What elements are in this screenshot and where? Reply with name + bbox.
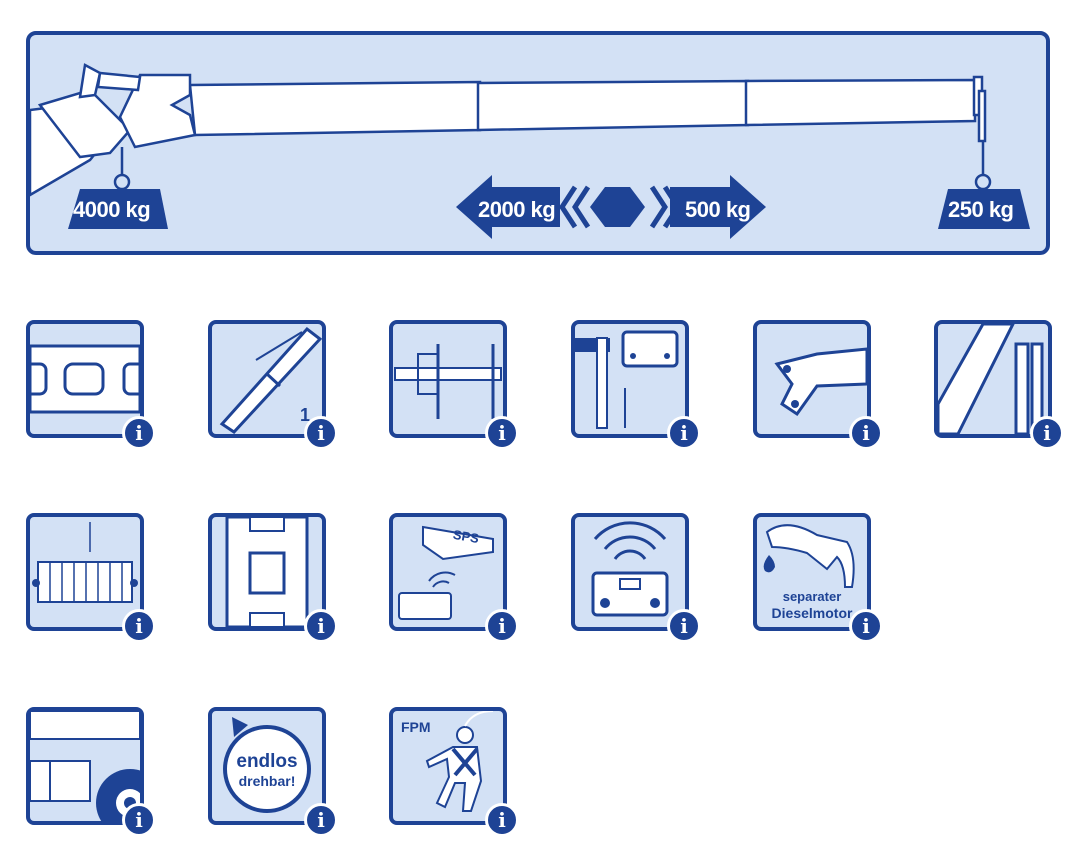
weight-250 bbox=[938, 189, 1030, 229]
mid-outer-load-label: 500 kg bbox=[685, 197, 751, 222]
telescopic-boom-icon bbox=[219, 326, 322, 434]
info-icon[interactable]: i bbox=[667, 609, 701, 643]
tile-load-platform[interactable]: i bbox=[26, 513, 156, 643]
info-icon[interactable]: i bbox=[849, 416, 883, 450]
diesel-label-line2: Dieselmotor bbox=[771, 605, 853, 621]
info-icon[interactable]: i bbox=[849, 609, 883, 643]
boom-section-3 bbox=[744, 78, 977, 127]
articulated-boom-icon bbox=[774, 347, 867, 417]
info-icon[interactable]: i bbox=[667, 416, 701, 450]
boom-section-1 bbox=[188, 80, 482, 137]
info-icon[interactable]: i bbox=[122, 803, 156, 837]
radio-remote-icon bbox=[591, 521, 669, 617]
crane-load-diagram: 4000 kg 2000 kg 500 kg 250 kg bbox=[26, 31, 1050, 255]
boom-cylinder-icon bbox=[938, 324, 1044, 434]
tile-endless-rotation[interactable]: endlos drehbar! i bbox=[208, 707, 338, 837]
tile-slewing-ring[interactable]: i bbox=[208, 513, 338, 643]
load-platform-icon bbox=[32, 522, 138, 603]
stabilizer-outrigger-icon bbox=[394, 344, 502, 419]
section-count: 1 bbox=[299, 405, 310, 425]
tile-articulated-boom[interactable]: i bbox=[753, 320, 883, 450]
mid-load-label: 2000 kg bbox=[478, 197, 556, 222]
info-icon[interactable]: i bbox=[122, 416, 156, 450]
info-icon[interactable]: i bbox=[304, 416, 338, 450]
fall-protection-icon bbox=[425, 711, 494, 812]
tile-fall-protection[interactable]: FPM i bbox=[389, 707, 519, 837]
tile-boom-cylinder[interactable]: i bbox=[934, 320, 1064, 450]
tile-stabilizer[interactable]: i bbox=[389, 320, 519, 450]
endless-rotation-icon bbox=[223, 717, 311, 813]
weight-4000 bbox=[68, 189, 168, 229]
info-icon[interactable]: i bbox=[485, 803, 519, 837]
truck-mount-icon bbox=[30, 711, 140, 821]
info-icon[interactable]: i bbox=[304, 803, 338, 837]
remote-control-support-icon bbox=[575, 330, 679, 429]
slewing-ring-icon bbox=[225, 517, 309, 627]
rotation-label-line2: drehbar! bbox=[238, 773, 296, 789]
max-load-label: 4000 kg bbox=[73, 197, 151, 222]
tile-remote-support[interactable]: i bbox=[571, 320, 701, 450]
tile-radio-remote[interactable]: i bbox=[571, 513, 701, 643]
tile-diesel-engine[interactable]: separater Dieselmotor i bbox=[753, 513, 883, 643]
boom-profile-icon bbox=[30, 344, 140, 414]
tile-boom-profile[interactable]: i bbox=[26, 320, 156, 450]
tile-truck-mount[interactable]: i bbox=[26, 707, 156, 837]
info-icon[interactable]: i bbox=[485, 416, 519, 450]
info-icon[interactable]: i bbox=[485, 609, 519, 643]
diesel-label-line1: separater bbox=[782, 589, 842, 604]
tip-load-label: 250 kg bbox=[948, 197, 1014, 222]
tile-telescopic-boom[interactable]: 1 i bbox=[208, 320, 338, 450]
diesel-engine-icon bbox=[763, 524, 855, 588]
boom-section-2 bbox=[476, 79, 750, 132]
info-icon[interactable]: i bbox=[1030, 416, 1064, 450]
tile-sps-control[interactable]: SPS i bbox=[389, 513, 519, 643]
fpm-label: FPM bbox=[401, 719, 431, 735]
rotation-label-line1: endlos bbox=[236, 751, 298, 772]
info-icon[interactable]: i bbox=[122, 609, 156, 643]
sps-control-icon bbox=[398, 525, 494, 620]
info-icon[interactable]: i bbox=[304, 609, 338, 643]
